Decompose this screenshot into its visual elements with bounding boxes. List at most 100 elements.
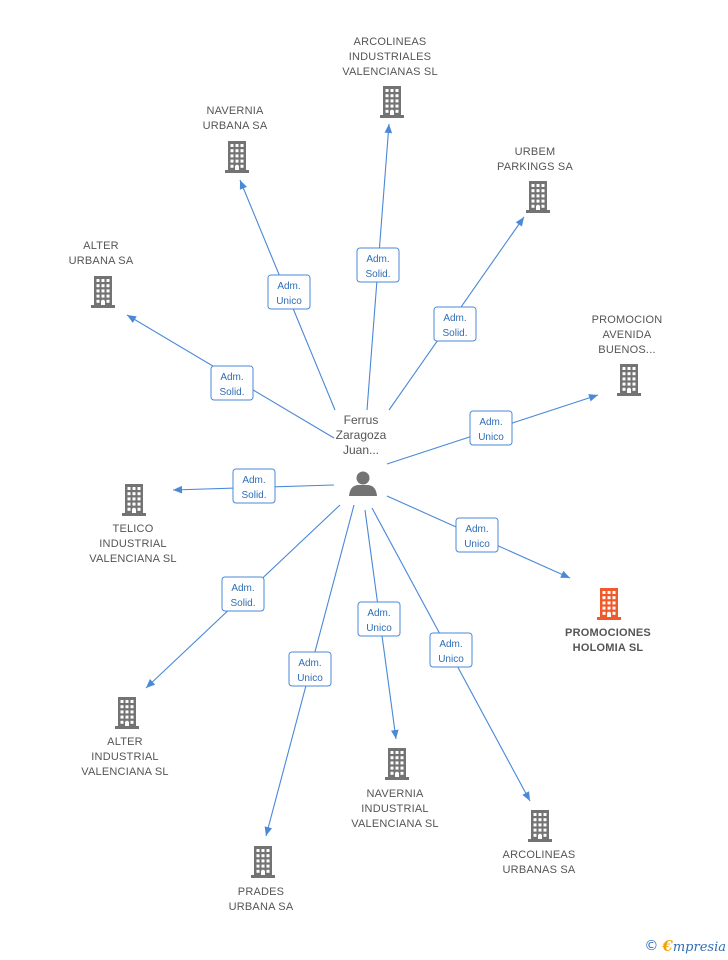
- building-icon: [115, 697, 139, 729]
- company-label: NAVERNIA: [366, 788, 423, 800]
- role-text: Unico: [297, 673, 323, 684]
- footer: © €mpresia: [644, 936, 726, 956]
- edge-arcolineas-industriales: Adm. Solid.: [356, 123, 400, 411]
- role-text: Unico: [478, 432, 504, 443]
- company-label: ALTER: [107, 736, 143, 748]
- brand-logo-text: mpresia: [672, 940, 726, 955]
- arrowhead-icon: [588, 394, 598, 402]
- edge-alter-urbana: Adm. Solid.: [126, 314, 335, 439]
- center-node[interactable]: FerrusZaragozaJuan...: [336, 413, 387, 496]
- company-label: INDUSTRIALES: [349, 51, 431, 63]
- company-node-arcolineas-industriales[interactable]: ARCOLINEAS INDUSTRIALES VALENCIANAS SL: [342, 36, 438, 118]
- role-badge[interactable]: Adm. Unico: [288, 651, 332, 687]
- building-icon: [597, 588, 621, 620]
- role-text: Adm.: [277, 281, 300, 292]
- company-label: VALENCIANA SL: [81, 766, 168, 778]
- role-badge[interactable]: Adm.Solid.: [433, 306, 477, 342]
- company-node-navernia-industrial[interactable]: NAVERNIA INDUSTRIAL VALENCIANA SL: [351, 748, 438, 830]
- company-node-arcolineas-urbanas[interactable]: ARCOLINEAS URBANAS SA: [503, 810, 576, 876]
- arrowhead-icon: [127, 315, 137, 323]
- role-text: Adm.: [367, 608, 390, 619]
- person-label: Juan...: [343, 443, 379, 457]
- company-label: PROMOCIONES: [565, 627, 651, 639]
- person-label: Zaragoza: [336, 428, 387, 442]
- company-label: ALTER: [83, 240, 119, 252]
- person-icon: [349, 471, 377, 496]
- edge-arcolineas-urbanas: Adm. Unico: [371, 507, 531, 802]
- role-badge[interactable]: Adm.Unico: [429, 632, 473, 668]
- arrowhead-icon: [384, 124, 393, 134]
- copyright-symbol: ©: [644, 938, 659, 954]
- brand-logo-initial: €: [662, 937, 673, 955]
- company-node-alter-industrial[interactable]: ALTER INDUSTRIAL VALENCIANA SL: [81, 697, 168, 778]
- company-label: BUENOS...: [598, 344, 655, 356]
- building-icon: [526, 181, 550, 213]
- edge-promociones-holomia: Adm.Unico: [386, 495, 571, 579]
- arrowhead-icon: [560, 570, 570, 578]
- edge-navernia-urbana: Adm. Unico: [239, 179, 336, 411]
- person-label: Ferrus: [344, 413, 379, 427]
- role-text: Solid.: [365, 269, 390, 280]
- company-node-promocion-avenida[interactable]: PROMOCION AVENIDA BUENOS...: [592, 314, 663, 396]
- company-label: ARCOLINEAS: [354, 36, 427, 48]
- role-badge[interactable]: Adm. Solid.: [210, 365, 254, 401]
- company-label: INDUSTRIAL: [91, 751, 158, 763]
- company-label: AVENIDA: [603, 329, 652, 341]
- company-node-alter-urbana[interactable]: ALTER URBANA SA: [69, 240, 134, 308]
- company-label: VALENCIANA SL: [351, 818, 438, 830]
- company-label: URBEM: [515, 146, 556, 158]
- role-badge[interactable]: Adm.Solid.: [221, 576, 265, 612]
- edge-telico-industrial: Adm.Solid.: [172, 468, 335, 504]
- company-label: INDUSTRIAL: [361, 803, 428, 815]
- role-text: Unico: [276, 296, 302, 307]
- building-icon: [617, 364, 641, 396]
- building-icon: [251, 846, 275, 878]
- company-label: VALENCIANAS SL: [342, 66, 438, 78]
- edge-navernia-industrial: Adm.Unico: [357, 509, 401, 740]
- role-text: Adm.: [443, 313, 466, 324]
- company-label: PROMOCION: [592, 314, 663, 326]
- role-text: Adm.: [220, 372, 243, 383]
- company-label: TELICO: [113, 523, 154, 535]
- role-badge[interactable]: Adm.Solid.: [232, 468, 276, 504]
- role-text: Adm.: [231, 583, 254, 594]
- building-icon: [528, 810, 552, 842]
- brand-logo[interactable]: €mpresia: [662, 937, 726, 955]
- company-label: INDUSTRIAL: [99, 538, 166, 550]
- company-label: URBANA SA: [69, 255, 134, 267]
- building-icon: [122, 484, 146, 516]
- role-badge[interactable]: Adm. Unico: [267, 274, 311, 310]
- arrowhead-icon: [173, 485, 183, 494]
- role-text: Adm.: [242, 475, 265, 486]
- company-label: ARCOLINEAS: [503, 849, 576, 861]
- arrowhead-icon: [264, 826, 272, 836]
- company-label: VALENCIANA SL: [89, 553, 176, 565]
- building-icon: [385, 748, 409, 780]
- role-text: Adm.: [366, 254, 389, 265]
- arrowhead-icon: [239, 180, 247, 190]
- role-text: Solid.: [219, 387, 244, 398]
- role-badge[interactable]: Adm.Unico: [357, 601, 401, 637]
- role-badge[interactable]: Adm.Unico: [455, 517, 499, 553]
- company-node-telico-industrial[interactable]: TELICO INDUSTRIAL VALENCIANA SL: [89, 484, 176, 565]
- company-label: PRADES: [238, 886, 284, 898]
- role-text: Adm.: [479, 417, 502, 428]
- role-text: Unico: [438, 654, 464, 665]
- edge-prades-urbana: Adm. Unico: [264, 504, 355, 837]
- arrowhead-icon: [515, 217, 524, 227]
- company-label: PARKINGS SA: [497, 161, 573, 173]
- building-icon: [380, 86, 404, 118]
- arrowhead-icon: [146, 679, 156, 688]
- company-node-urbem-parkings[interactable]: URBEM PARKINGS SA: [497, 146, 573, 213]
- role-text: Adm.: [298, 658, 321, 669]
- role-text: Adm.: [465, 524, 488, 535]
- edge-promocion-avenida: Adm. Unico: [386, 394, 599, 465]
- role-badge[interactable]: Adm. Solid.: [356, 247, 400, 283]
- company-label: URBANAS SA: [503, 864, 576, 876]
- building-icon: [91, 276, 115, 308]
- role-badge[interactable]: Adm. Unico: [469, 410, 513, 446]
